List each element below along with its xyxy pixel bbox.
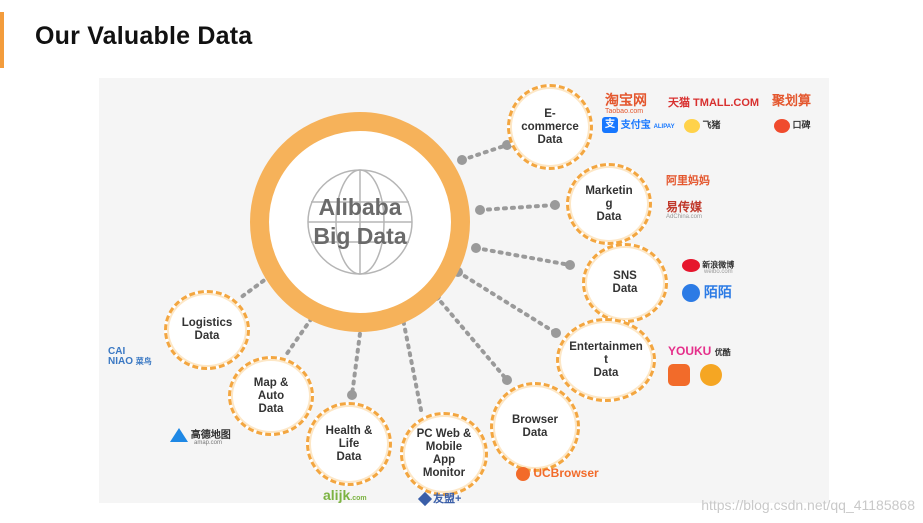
- node-entertainment: Entertainmen t Data: [556, 318, 656, 402]
- dot-browser-end: [502, 375, 512, 385]
- amap-icon: [170, 428, 188, 443]
- weibo-logo: 新浪微博 weibo.com: [682, 259, 734, 275]
- dot-entertainment-end: [551, 328, 561, 338]
- dot-ecommerce-start: [457, 155, 467, 165]
- hub-label-line1: Alibaba: [318, 194, 402, 220]
- cainiao-logo: CAI NIAO 菜鸟: [108, 347, 152, 367]
- alipay-logo: 支 支付宝 ALIPAY: [602, 116, 675, 134]
- title-accent-bar: [0, 12, 4, 68]
- node-sns-label: SNS Data: [612, 270, 638, 295]
- dot-marketing-end: [550, 200, 560, 210]
- amap-logo: 高德地图 amap.com: [170, 426, 231, 446]
- youmeng-icon: [417, 492, 433, 507]
- node-sns: SNS Data: [582, 243, 668, 323]
- feizhu-icon: [684, 118, 700, 133]
- juhuasuan-logo: 聚划算: [772, 93, 812, 108]
- adchina-logo: 易传媒 AdChina.com: [666, 198, 702, 220]
- dot-sns-start: [471, 243, 481, 253]
- video-app-icon: [668, 364, 690, 386]
- alijk-logo-name: alijk: [323, 487, 351, 503]
- taobao-logo: 淘宝网 Taobao.com: [605, 90, 647, 115]
- hub-alibaba-big-data: Alibaba Big Data: [250, 112, 470, 332]
- ucbrowser-logo-name: UCBrowser: [533, 466, 599, 480]
- momo-logo: 陌陌: [682, 282, 732, 303]
- dot-sns-end: [565, 260, 575, 270]
- connector-ecommerce: [460, 143, 509, 162]
- node-marketing: Marketin g Data: [566, 163, 652, 245]
- ucbrowser-icon: [516, 466, 530, 481]
- connector-marketing: [478, 203, 557, 212]
- node-browser-label: Browser Data: [511, 414, 559, 439]
- tmall-logo: 天猫 TMALL.COM: [668, 97, 760, 109]
- feizhu-logo-name: 飞猪: [702, 120, 721, 130]
- page-title: Our Valuable Data: [35, 22, 253, 50]
- connector-logistics: [238, 274, 272, 300]
- taobao-logo-sub: Taobao.com: [605, 108, 644, 115]
- youmeng-logo: 友盟+: [417, 490, 462, 507]
- weibo-logo-sub: weibo.com: [704, 269, 733, 275]
- alijk-logo-sub: .com: [350, 495, 367, 502]
- entertainment-app-icons: [668, 364, 723, 391]
- koubei-icon: [774, 118, 790, 133]
- alimama-logo: 阿里妈妈: [666, 175, 710, 187]
- node-browser: Browser Data: [490, 382, 580, 472]
- node-logistics: Logistics Data: [164, 290, 250, 370]
- cainiao-logo-cn: 菜鸟: [135, 357, 152, 366]
- amap-logo-name: 高德地图: [190, 430, 231, 441]
- momo-icon: [682, 284, 700, 303]
- weibo-icon: [682, 259, 700, 272]
- koubei-logo: 口碑: [774, 118, 811, 133]
- taobao-logo-name: 淘宝网: [605, 92, 647, 108]
- cainiao-logo-line2: NIAO 菜鸟: [108, 357, 152, 367]
- weibo-logo-name: 新浪微博: [702, 260, 735, 270]
- ucbrowser-logo: UCBrowser: [516, 466, 599, 481]
- youku-logo-cn: 优酷: [714, 348, 731, 357]
- connector-sns: [474, 246, 572, 267]
- node-map-label: Map & Auto Data: [253, 376, 289, 415]
- node-ecommerce: E- commerce Data: [507, 84, 593, 170]
- node-marketing-label: Marketin g Data: [585, 184, 633, 223]
- cainiao-logo-line1: CAI: [108, 346, 126, 357]
- dot-marketing-start: [475, 205, 485, 215]
- momo-logo-name: 陌陌: [703, 284, 732, 300]
- node-pcweb: PC Web & Mobile App Monitor: [400, 412, 488, 496]
- dot-health-end: [347, 390, 357, 400]
- node-map: Map & Auto Data: [228, 356, 314, 436]
- node-ecommerce-label: E- commerce Data: [521, 107, 579, 146]
- youmeng-logo-name: 友盟+: [433, 493, 462, 505]
- connector-pcweb: [400, 312, 423, 412]
- youku-logo: YOUKU 优酷: [668, 344, 731, 358]
- connector-health: [350, 316, 364, 397]
- adchina-logo-sub: AdChina.com: [666, 214, 703, 220]
- connector-browser: [434, 294, 509, 382]
- node-entertainment-label: Entertainmen t Data: [569, 340, 643, 379]
- koubei-logo-name: 口碑: [792, 120, 811, 130]
- youku-logo-name: YOUKU: [668, 344, 712, 358]
- node-pcweb-label: PC Web & Mobile App Monitor: [416, 428, 472, 479]
- node-health-label: Health & Life Data: [325, 424, 373, 463]
- alipay-icon: 支: [602, 117, 618, 134]
- alijk-logo: alijk.com: [323, 487, 367, 503]
- amap-logo-sub: amap.com: [194, 440, 223, 447]
- feizhu-logo: 飞猪: [684, 118, 721, 133]
- cainiao-logo-line2-text: NIAO: [108, 356, 133, 367]
- alipay-logo-sub: ALIPAY: [653, 124, 675, 130]
- node-logistics-label: Logistics Data: [181, 317, 233, 342]
- watermark: https://blog.csdn.net/qq_41185868: [701, 497, 915, 513]
- alipay-logo-name: 支付宝: [620, 120, 651, 131]
- glasses-app-icon: [700, 364, 723, 386]
- globe-icon: [307, 169, 413, 275]
- hub-label: Alibaba Big Data: [269, 193, 451, 251]
- hub-label-line2: Big Data: [313, 223, 407, 249]
- connector-entertainment: [456, 270, 558, 335]
- adchina-logo-name: 易传媒: [666, 200, 703, 214]
- node-health: Health & Life Data: [306, 402, 392, 486]
